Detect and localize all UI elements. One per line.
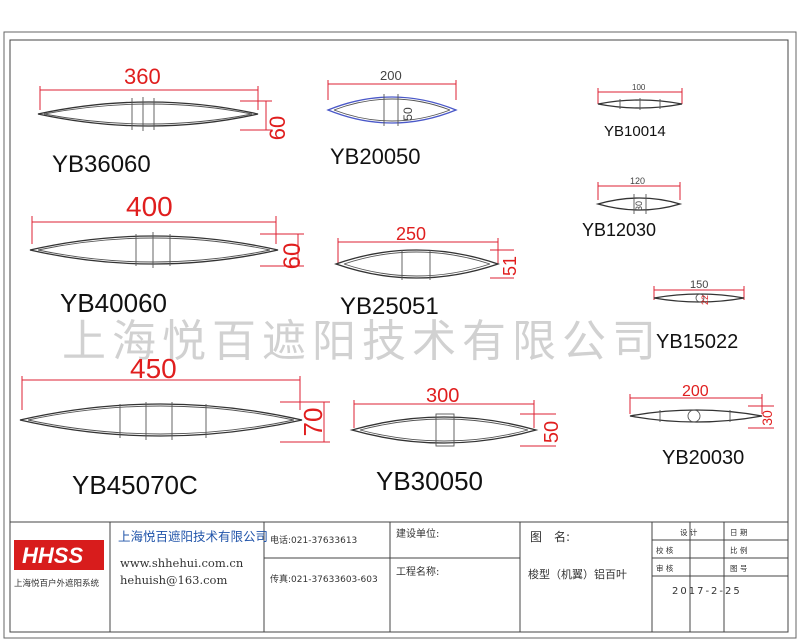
profile-yb10014: 100 YB10014: [597, 83, 683, 140]
profile-yb36060: 360 60 YB36060: [37, 64, 290, 178]
yb40060-height: 60: [279, 243, 306, 270]
title-block: HHSS 上海悦百户外遮阳系统 上海悦百遮阳技术有限公司 www.shhehui…: [9, 521, 789, 633]
yb45070c-height: 70: [298, 408, 328, 437]
yb40060-code: YB40060: [60, 288, 167, 318]
profile-yb30050: 300 50 YB30050: [349, 385, 563, 496]
date-value: 2017-2-25: [672, 586, 742, 597]
company-email: hehuish@163.com: [120, 573, 227, 587]
yb15022-height: 22: [700, 295, 710, 305]
yb12030-width: 120: [630, 176, 645, 186]
yb36060-height: 60: [265, 116, 290, 140]
profile-yb25051: 250 51 YB25051: [334, 224, 520, 320]
yb30050-width: 300: [426, 385, 459, 407]
yb30050-height: 50: [541, 421, 563, 443]
yb36060-width: 360: [124, 64, 161, 89]
yb25051-width: 250: [396, 224, 426, 244]
build-unit-label: 建设单位:: [396, 527, 439, 540]
yb15022-width: 150: [690, 279, 708, 291]
company-name: 上海悦百遮阳技术有限公司: [118, 529, 268, 544]
logo-text: HHSS: [22, 543, 83, 568]
yb45070c-code: YB45070C: [72, 470, 198, 500]
sheet-outer-frame: [3, 31, 797, 639]
profile-yb15022: 150 22 YB15022: [653, 279, 745, 353]
profile-yb45070c: 450 70 YB45070C: [19, 353, 330, 500]
yb20050-height: 50: [401, 107, 415, 121]
yb25051-height: 51: [500, 256, 520, 276]
company-fax: 传真:021-37633603-603: [270, 573, 378, 585]
profile-yb20030: 200 30 YB20030: [629, 383, 775, 469]
review-label: 审 核: [656, 563, 674, 573]
drawn-by-label: 设 计: [680, 527, 698, 537]
yb30050-code: YB30050: [376, 466, 483, 496]
watermark: 上海悦百遮阳技术有限公司: [62, 316, 662, 367]
yb10014-width: 100: [632, 83, 646, 92]
check-label: 校 核: [656, 545, 674, 555]
company-phone: 电话:021-37633613: [270, 534, 357, 546]
drawing-name-label: 图 名:: [530, 529, 570, 544]
yb36060-code: YB36060: [52, 151, 151, 178]
yb12030-code: YB12030: [582, 220, 656, 240]
yb10014-code: YB10014: [604, 123, 666, 140]
scale-label: 比 例: [730, 545, 747, 555]
logo-mark: [14, 540, 104, 570]
profile-yb20050: 200 50 YB20050: [326, 68, 458, 169]
drawing-name: 梭型（机翼）铝百叶: [528, 567, 627, 581]
date-label: 日 期: [730, 528, 747, 537]
company-website: www.shhehui.com.cn: [120, 556, 244, 570]
yb20030-width: 200: [682, 383, 709, 400]
yb20030-code: YB20030: [662, 447, 744, 469]
yb25051-code: YB25051: [340, 293, 439, 320]
logo-caption: 上海悦百户外遮阳系统: [14, 578, 100, 589]
profile-yb12030: 120 30 YB12030: [582, 176, 683, 240]
yb45070c-width: 450: [130, 353, 177, 384]
project-name-label: 工程名称:: [396, 565, 439, 578]
drawing-number-label: 图 号: [730, 564, 747, 573]
yb12030-height: 30: [634, 201, 644, 211]
yb15022-code: YB15022: [656, 331, 738, 353]
yb20050-width: 200: [380, 68, 402, 83]
yb20030-height: 30: [759, 410, 775, 426]
yb40060-width: 400: [126, 191, 173, 222]
yb20050-code: YB20050: [330, 144, 421, 169]
profile-yb40060: 400 60 YB40060: [29, 191, 306, 318]
